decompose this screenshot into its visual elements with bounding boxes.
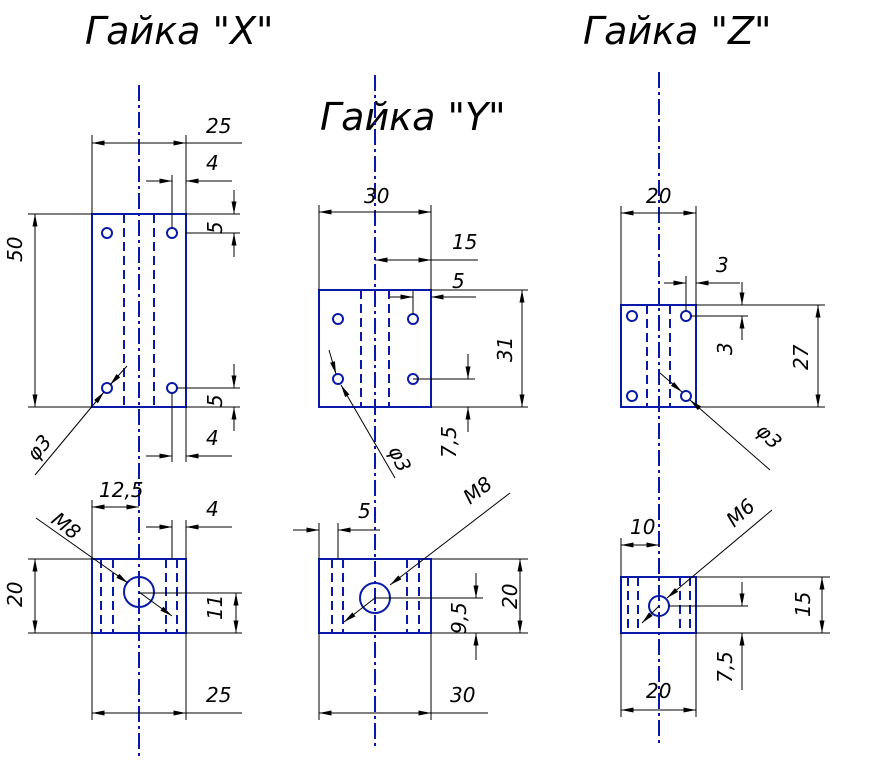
dim-hole-diameter: φ3 [383,442,416,476]
dim-half-width: 15 [452,230,477,254]
title-nut-x: Гайка "X" [85,9,273,53]
dim-hole-offset: 4 [206,426,219,450]
dim-hole-offset: 5 [452,269,465,293]
threaded-hole [123,576,155,608]
mount-hole [680,390,692,402]
dim-hole-bottom: 5 [203,394,227,407]
nut-y-front-view: 5 M8 20 9,5 30 [293,472,528,720]
title-nut-y: Гайка "Y" [320,95,506,139]
dim-hole-diameter: φ3 [751,419,786,454]
mount-hole [166,382,178,394]
dim-hole-offset: 3 [716,253,729,277]
mount-hole [332,373,344,385]
mount-hole [407,313,419,325]
dim-height: 20 [3,582,27,607]
dim-height: 27 [789,344,813,370]
dim-width: 30 [450,683,475,707]
nut-y: 30 15 5 31 7,5 φ3 [293,75,528,750]
dim-thread: M8 [47,507,85,544]
nut-z: 20 3 3 27 φ3 [620,72,830,745]
dim-thread-height: 7,5 [713,651,737,683]
dim-height: 20 [498,584,522,609]
dim-center-offset: 10 [630,515,655,539]
mount-hole [332,313,344,325]
mount-hole [166,227,178,239]
dim-thread: M8 [458,472,496,509]
dim-width: 20 [646,184,671,208]
nut-z-top-view: 20 3 3 27 φ3 [620,184,825,471]
dim-width: 25 [206,683,231,707]
dim-height: 31 [493,337,517,362]
dim-height: 15 [791,592,815,617]
dim-thread: M6 [721,494,759,532]
dim-hole-offset: 4 [206,151,219,175]
mount-hole [101,382,113,394]
title-nut-z: Гайка "Z" [583,9,771,53]
nut-x-top-view: 25 4 50 5 5 4 [3,114,242,476]
dim-width: 20 [646,679,671,703]
dim-height: 50 [3,237,27,262]
dim-slot-offset: 5 [358,499,371,523]
nut-x-front-view: 12,5 4 20 11 25 M8 [3,478,242,720]
dim-hole-bottom: 7,5 [437,426,461,458]
nut-y-top-view: 30 15 5 31 7,5 φ3 [318,184,528,479]
mount-hole [680,310,692,322]
dim-hole-diameter: φ3 [21,430,56,465]
dim-slot-offset: 4 [206,497,219,521]
dim-hole-top: 3 [713,342,737,355]
nut-x: 25 4 50 5 5 4 [3,85,242,760]
dim-center-offset: 12,5 [99,478,144,502]
mount-hole [626,390,638,402]
dim-width: 30 [364,184,389,208]
mount-hole [101,227,113,239]
mount-hole [626,310,638,322]
nut-z-front-view: 10 M6 15 7,5 20 [620,494,830,717]
dim-hole-top: 5 [203,221,227,234]
dim-width: 25 [206,114,231,138]
dim-thread-height: 9,5 [447,602,471,634]
dim-thread-height: 11 [203,595,227,620]
